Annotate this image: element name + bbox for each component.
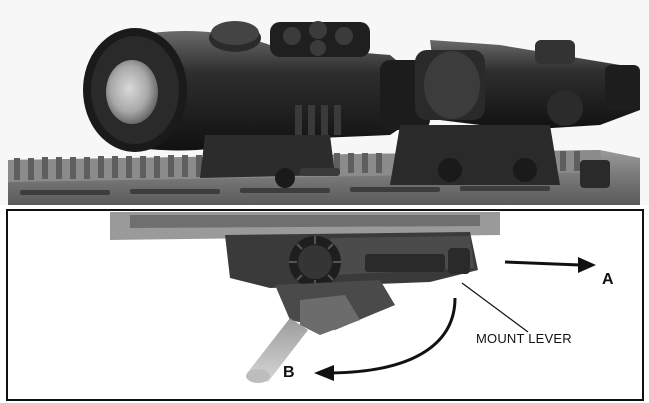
mount-lever-leader <box>461 282 529 333</box>
label-mount-lever: MOUNT LEVER <box>476 331 572 346</box>
rear-scope <box>390 40 640 188</box>
top-photo <box>8 21 640 205</box>
objective-lens <box>106 60 158 124</box>
label-b: B <box>283 364 295 381</box>
thermal-scope <box>83 21 430 152</box>
inset-photo <box>110 212 500 383</box>
arrow-b <box>314 297 457 381</box>
label-a: A <box>602 271 614 288</box>
arrow-a <box>504 257 596 273</box>
